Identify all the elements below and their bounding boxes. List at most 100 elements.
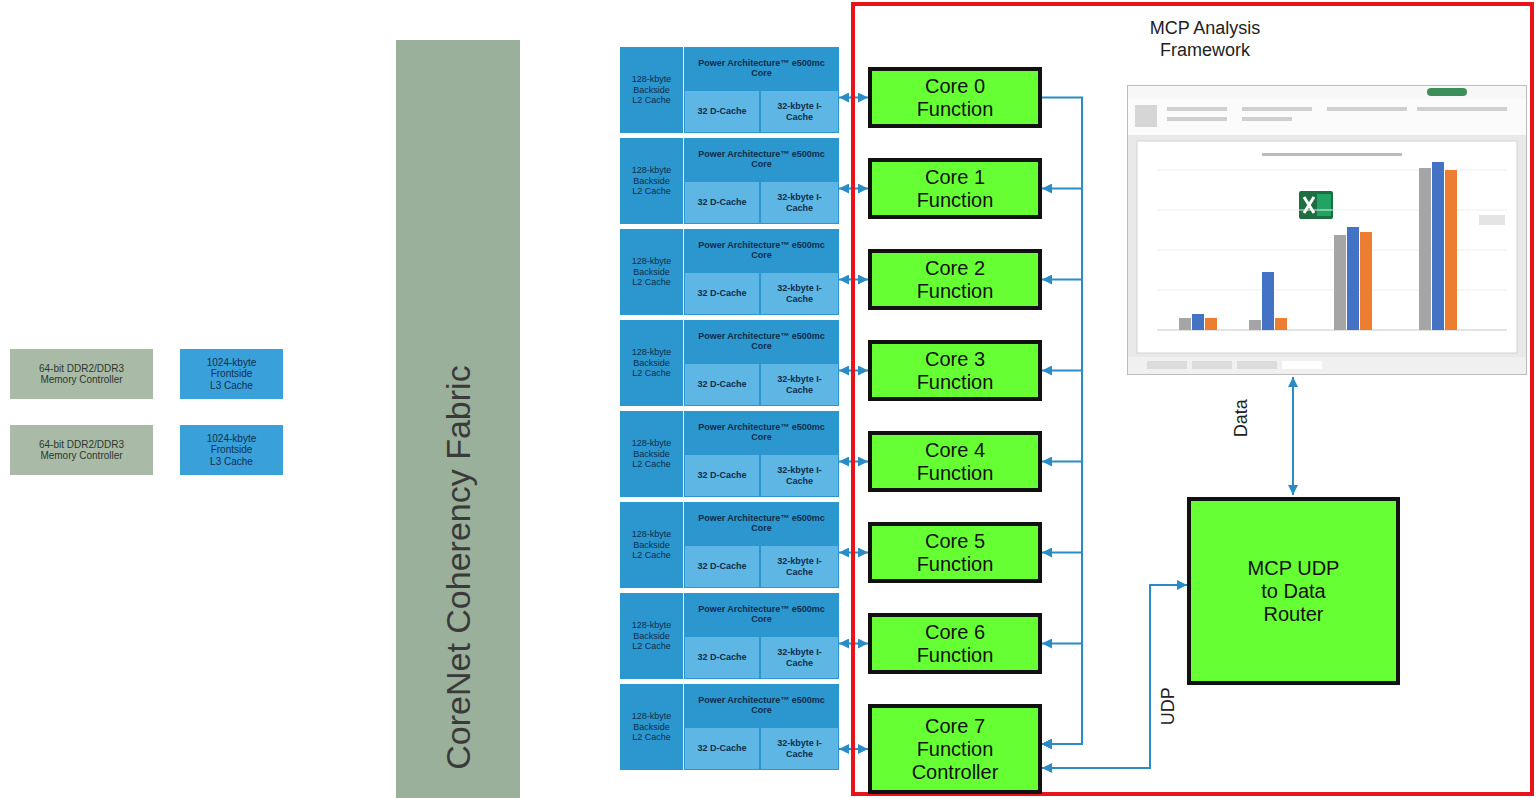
data-cache-box: 32 D-Cache — [685, 273, 759, 314]
sheet-tab — [1237, 361, 1277, 369]
cpu-core-box: Power Architecture™ e500mc Core 32 D-Cach… — [684, 138, 839, 224]
cache-label: 32 D-Cache — [697, 470, 746, 480]
cache-label: 32-kbyte I-Cache — [764, 192, 835, 213]
core-function-box: Core 0 Function — [868, 67, 1042, 128]
spreadsheet-screenshot — [1127, 85, 1527, 375]
chart-bar — [1445, 170, 1457, 330]
chart-bar — [1419, 168, 1431, 330]
data-cache-box: 32 D-Cache — [685, 182, 759, 223]
connector-arrow — [1042, 462, 1082, 745]
ribbon-mark — [1167, 107, 1227, 111]
chart-bar — [1334, 235, 1346, 330]
excel-icon — [1304, 197, 1314, 213]
cache-label: 128-kbyte Backside L2 Cache — [629, 620, 674, 651]
function-label: Core 0 Function — [902, 75, 1008, 121]
chart-bar — [1262, 272, 1274, 330]
ribbon-mark — [1242, 107, 1312, 111]
cache-label: 128-kbyte Backside L2 Cache — [629, 256, 674, 287]
cpu-core-box: Power Architecture™ e500mc Core32 D-Cach… — [684, 502, 839, 588]
function-label: Core 1 Function — [902, 166, 1008, 212]
cache-label: 32 D-Cache — [697, 652, 746, 662]
controller-label: 64-bit DDR2/DDR3 Memory Controller — [36, 439, 127, 462]
core-function-box: Core 3 Function — [868, 340, 1042, 401]
cpu-core-box: Power Architecture™ e500mc Core32 D-Cach… — [684, 229, 839, 315]
function-label: Core 2 Function — [902, 257, 1008, 303]
connector-arrow — [1042, 280, 1082, 745]
l3-cache-box: 1024-kbyte Frontside L3 Cache — [180, 349, 283, 399]
data-arrow-line — [1292, 377, 1294, 495]
chart-area — [1137, 141, 1517, 353]
chart-bar — [1360, 232, 1372, 330]
memory-controller-box: 64-bit DDR2/DDR3 Memory Controller — [10, 425, 153, 475]
l2-cache-box: 128-kbyte Backside L2 Cache — [620, 684, 683, 770]
connector-arrow — [1042, 585, 1187, 768]
data-cache-box: 32 D-Cache — [685, 637, 759, 678]
instruction-cache-box: 32-kbyte I-Cache — [761, 273, 838, 314]
chart-bar — [1249, 320, 1261, 330]
l3-cache-box: 1024-kbyte Frontside L3 Cache — [180, 425, 283, 475]
cache-label: 32 D-Cache — [697, 743, 746, 753]
core-function-box: Core 1 Function — [868, 158, 1042, 219]
cache-label: 32-kbyte I-Cache — [764, 374, 835, 395]
cpu-core-box: Power Architecture™ e500mc Core 32 D-Cach… — [684, 684, 839, 770]
cache-label: 32-kbyte I-Cache — [764, 556, 835, 577]
l2-cache-box: 128-kbyte Backside L2 Cache — [620, 411, 683, 497]
cache-label: 32 D-Cache — [697, 197, 746, 207]
cpu-core-box: Power Architecture™ e500mc Core 32 D-Cach… — [684, 320, 839, 406]
connector-arrow — [1042, 644, 1082, 745]
core-function-box: Core 7 Function Controller — [868, 704, 1042, 794]
cache-label: 32-kbyte I-Cache — [764, 465, 835, 486]
cache-label: 128-kbyte Backside L2 Cache — [629, 438, 674, 469]
cache-label: 128-kbyte Backside L2 Cache — [629, 347, 674, 378]
excel-icon — [1299, 191, 1333, 219]
excel-icon — [1317, 194, 1331, 216]
window-frame — [1128, 86, 1527, 375]
instruction-cache-box: 32-kbyte I-Cache — [761, 546, 838, 587]
l2-cache-box: 128-kbyte Backside L2 Cache — [620, 47, 683, 133]
core-label: Power Architecture™ e500mc Core — [684, 138, 839, 180]
core-label: Power Architecture™ e500mc Core — [684, 593, 839, 635]
function-label: Core 6 Function — [902, 621, 1008, 667]
chart-bar — [1347, 227, 1359, 330]
ribbon-mark — [1167, 117, 1227, 121]
ribbon-mark — [1417, 107, 1507, 111]
memory-controller-box: 64-bit DDR2/DDR3 Memory Controller — [10, 349, 153, 399]
sheet-tab — [1192, 361, 1232, 369]
core-label: Power Architecture™ e500mc Core — [684, 684, 839, 726]
cache-label: 32 D-Cache — [697, 379, 746, 389]
ribbon-mark — [1427, 88, 1467, 96]
fabric-label: CoreNet Coherency Fabric — [439, 365, 478, 769]
l2-cache-box: 128-kbyte Backside L2 Cache — [620, 502, 683, 588]
l2-cache-box: 128-kbyte Backside L2 Cache — [620, 138, 683, 224]
legend-mark — [1479, 215, 1505, 225]
l2-cache-box: 128-kbyte Backside L2 Cache — [620, 593, 683, 679]
core-function-box: Core 5 Function — [868, 522, 1042, 583]
sheet-tab — [1147, 361, 1187, 369]
ribbon-mark — [1135, 105, 1157, 127]
chart-bar — [1179, 318, 1191, 330]
instruction-cache-box: 32-kbyte I-Cache — [761, 728, 838, 769]
connector-arrow — [1042, 371, 1082, 745]
core-function-box: Core 6 Function — [868, 613, 1042, 674]
data-cache-box: 32 D-Cache — [685, 546, 759, 587]
region-heading: MCP Analysis Framework — [1120, 18, 1290, 61]
cache-label: 32-kbyte I-Cache — [764, 738, 835, 759]
cpu-core-box: Power Architecture™ e500mc Core 32 D-Cach… — [684, 593, 839, 679]
arrow-label: Data — [1231, 398, 1252, 438]
connector-label: UDP — [1158, 686, 1179, 726]
cpu-core-box: Power Architecture™ e500mc Core32 D-Cach… — [684, 47, 839, 133]
core-label: Power Architecture™ e500mc Core — [684, 320, 839, 362]
data-cache-box: 32 D-Cache — [685, 91, 759, 132]
function-label: Core 5 Function — [902, 530, 1008, 576]
function-label: Core 7 Function Controller — [902, 715, 1008, 784]
cache-label: 128-kbyte Backside L2 Cache — [629, 711, 674, 742]
cache-label: 32-kbyte I-Cache — [764, 101, 835, 122]
cache-label: 1024-kbyte Frontside L3 Cache — [205, 433, 258, 468]
core-label: Power Architecture™ e500mc Core — [684, 502, 839, 544]
instruction-cache-box: 32-kbyte I-Cache — [761, 637, 838, 678]
cache-label: 128-kbyte Backside L2 Cache — [629, 529, 674, 560]
controller-label: 64-bit DDR2/DDR3 Memory Controller — [36, 363, 127, 386]
l2-cache-box: 128-kbyte Backside L2 Cache — [620, 320, 683, 406]
core-function-box: Core 4 Function — [868, 431, 1042, 492]
